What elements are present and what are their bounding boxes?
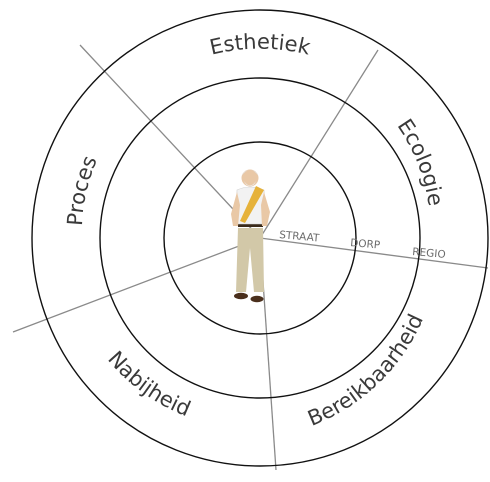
sector-label-bereikbaarheid: Bereikbaarheid bbox=[304, 310, 428, 430]
scale-label-regio: REGIO bbox=[412, 246, 446, 261]
person-beard bbox=[244, 181, 256, 186]
ring-dorp bbox=[99, 77, 421, 399]
scale-label-straat: STRAAT bbox=[279, 229, 321, 245]
person-figure bbox=[231, 169, 270, 303]
ring-straat bbox=[163, 141, 357, 335]
person-shoe-left bbox=[234, 292, 248, 300]
spoke-right bbox=[259, 237, 489, 269]
person-legs bbox=[236, 228, 264, 292]
person-arm-right bbox=[261, 192, 270, 226]
rings bbox=[31, 9, 489, 467]
sector-label-proces: Proces bbox=[63, 152, 102, 226]
sector-label-esthetiek: Esthetiek bbox=[207, 30, 313, 60]
sector-label-nabijheid: Nabijheid bbox=[103, 347, 194, 422]
person-sash bbox=[240, 186, 264, 223]
spoke-top-left bbox=[79, 44, 261, 239]
person-belt bbox=[238, 223, 263, 227]
spoke-left bbox=[12, 237, 261, 333]
scale-label-dorp: DORP bbox=[350, 237, 381, 252]
person-shoe-right bbox=[250, 295, 264, 303]
person-head bbox=[241, 169, 259, 187]
person-arm-left bbox=[231, 192, 240, 226]
spoke-top-right bbox=[259, 49, 379, 239]
ring-regio bbox=[31, 9, 489, 467]
person-hair bbox=[241, 170, 259, 176]
